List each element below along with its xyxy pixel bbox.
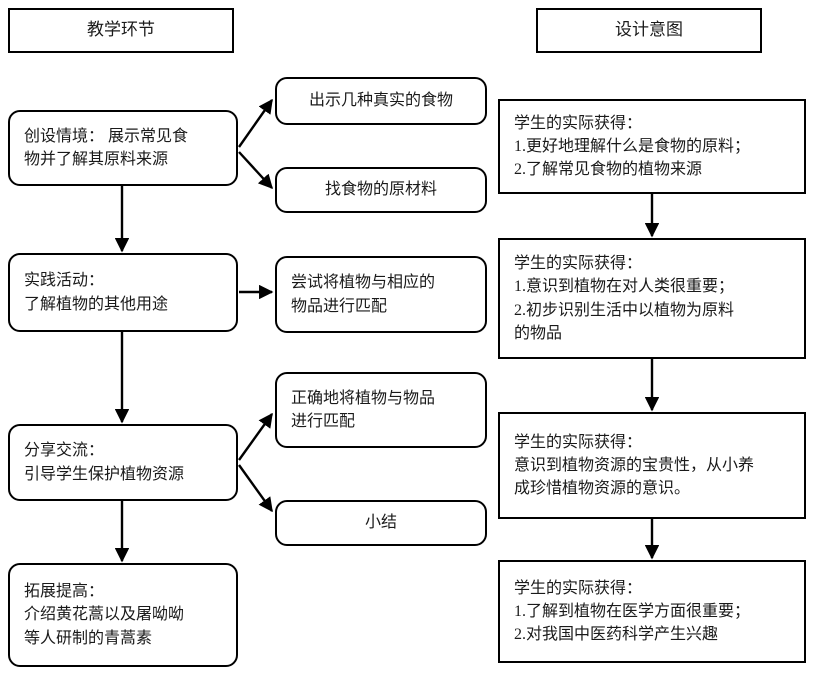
header-teaching-stage-label: 教学环节: [87, 20, 155, 40]
activity-node-1-label: 出示几种真实的食物: [308, 92, 453, 110]
activity-node-2[interactable]: 找食物的原材料: [275, 167, 487, 213]
header-teaching-stage: 教学环节: [8, 8, 234, 53]
outcome-node-2-label: 学生的实际获得： 1.意识到植物在对人类很重要； 2.初步识别生活中以植物为原料…: [514, 255, 735, 342]
stage-node-2[interactable]: 实践活动： 了解植物的其他用途: [8, 253, 238, 332]
outcome-node-1[interactable]: 学生的实际获得： 1.更好地理解什么是食物的原料； 2.了解常见食物的植物来源: [498, 99, 806, 194]
outcome-node-1-label: 学生的实际获得： 1.更好地理解什么是食物的原料； 2.了解常见食物的植物来源: [514, 114, 751, 179]
edge-stage3-to-activity4: [238, 412, 273, 461]
edge-stage1-to-activity2: [238, 151, 273, 190]
activity-node-3[interactable]: 尝试将植物与相应的 物品进行匹配: [275, 256, 487, 333]
stage-node-4[interactable]: 拓展提高： 介绍黄花蒿以及屠呦呦 等人研制的青蒿素: [8, 563, 238, 667]
stage-node-3-label: 分享交流： 引导学生保护植物资源: [24, 442, 185, 483]
activity-node-4[interactable]: 正确地将植物与物品 进行匹配: [275, 372, 487, 448]
header-design-intent: 设计意图: [536, 8, 762, 53]
outcome-node-2[interactable]: 学生的实际获得： 1.意识到植物在对人类很重要； 2.初步识别生活中以植物为原料…: [498, 238, 806, 359]
activity-node-5[interactable]: 小结: [275, 500, 487, 546]
activity-node-5-label: 小结: [364, 514, 397, 532]
stage-node-3[interactable]: 分享交流： 引导学生保护植物资源: [8, 424, 238, 501]
outcome-node-3[interactable]: 学生的实际获得： 意识到植物资源的宝贵性，从小养 成珍惜植物资源的意识。: [498, 412, 806, 519]
edge-stage1-to-activity1: [238, 98, 273, 148]
header-design-intent-label: 设计意图: [615, 20, 683, 40]
activity-node-4-label: 正确地将植物与物品 进行匹配: [291, 389, 436, 430]
stage-node-2-label: 实践活动： 了解植物的其他用途: [24, 272, 169, 313]
activity-node-3-label: 尝试将植物与相应的 物品进行匹配: [291, 274, 436, 315]
activity-node-1[interactable]: 出示几种真实的食物: [275, 77, 487, 125]
stage-node-1[interactable]: 创设情境： 展示常见食 物并了解其原料来源: [8, 110, 238, 186]
outcome-node-3-label: 学生的实际获得： 意识到植物资源的宝贵性，从小养 成珍惜植物资源的意识。: [514, 433, 755, 498]
outcome-node-4[interactable]: 学生的实际获得： 1.了解到植物在医学方面很重要； 2.对我国中医药科学产生兴趣: [498, 560, 806, 663]
activity-node-2-label: 找食物的原材料: [324, 181, 437, 199]
stage-node-4-label: 拓展提高： 介绍黄花蒿以及屠呦呦 等人研制的青蒿素: [24, 583, 185, 647]
outcome-node-4-label: 学生的实际获得： 1.了解到植物在医学方面很重要； 2.对我国中医药科学产生兴趣: [514, 579, 751, 644]
edge-stage3-to-activity5: [238, 464, 273, 513]
stage-node-1-label: 创设情境： 展示常见食 物并了解其原料来源: [24, 127, 189, 168]
